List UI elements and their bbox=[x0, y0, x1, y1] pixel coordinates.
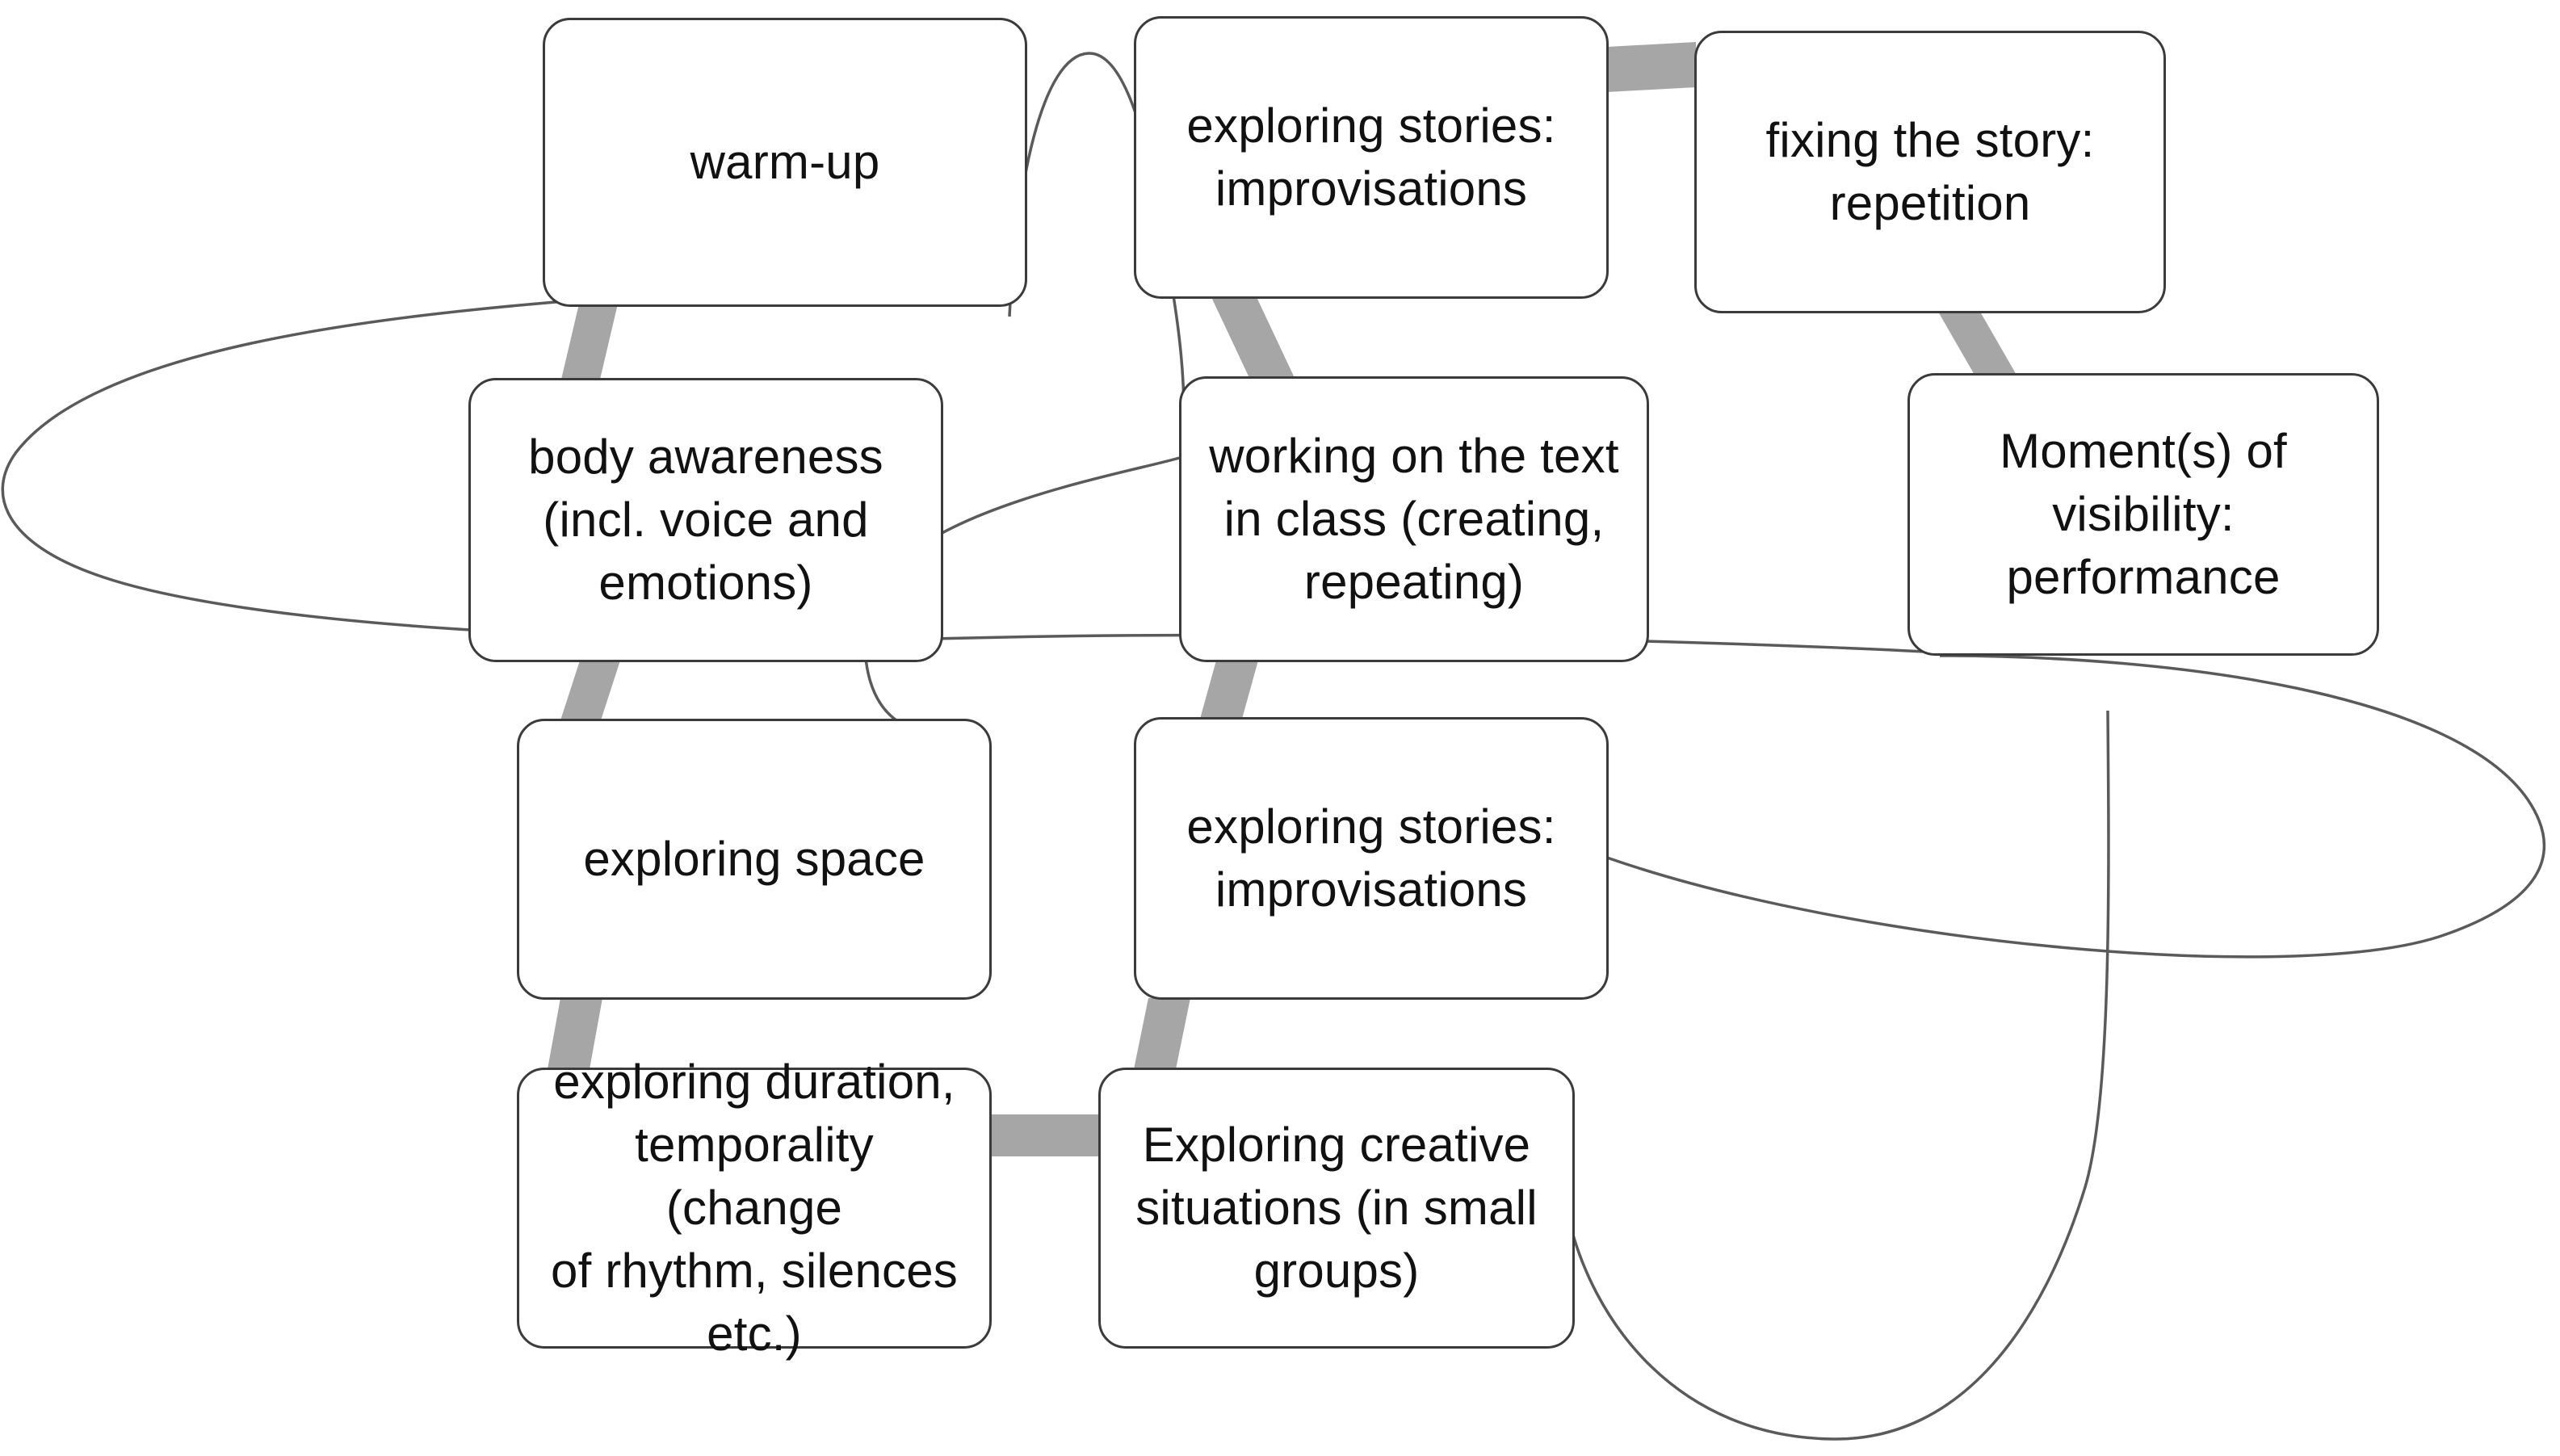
bar-space-duration bbox=[548, 998, 602, 1069]
node-warm-up[interactable]: warm-up bbox=[543, 18, 1027, 307]
node-label: fixing the story: repetition bbox=[1765, 113, 2095, 230]
bar-warmup-body bbox=[560, 300, 619, 383]
curve-arch-over-exploring-stories bbox=[1008, 52, 1186, 458]
node-working-on-the-text[interactable]: working on the text in class (creating, … bbox=[1179, 376, 1649, 662]
node-label: warm-up bbox=[690, 135, 880, 189]
curve-u-bottom-right bbox=[1565, 710, 2110, 1441]
bar-stories1-fixing bbox=[1607, 42, 1696, 92]
node-label: body awareness (incl. voice and emotions… bbox=[528, 430, 883, 610]
node-body-awareness[interactable]: body awareness (incl. voice and emotions… bbox=[468, 378, 943, 662]
bar-workingtext-stories2 bbox=[1200, 661, 1258, 719]
bar-stories1-workingtext bbox=[1211, 297, 1295, 380]
node-label: Exploring creative situations (in small … bbox=[1135, 1118, 1538, 1298]
bar-stories2-creative bbox=[1134, 998, 1190, 1069]
node-fixing-the-story[interactable]: fixing the story: repetition bbox=[1694, 31, 2166, 313]
node-exploring-creative-situations[interactable]: Exploring creative situations (in small … bbox=[1098, 1068, 1575, 1349]
node-exploring-stories-1[interactable]: exploring stories: improvisations bbox=[1134, 16, 1609, 299]
node-label: exploring stories: improvisations bbox=[1186, 99, 1556, 216]
bar-fixing-moments bbox=[1938, 312, 2017, 376]
curve-right-loop-moments bbox=[1606, 654, 2546, 959]
node-moments-of-visibility[interactable]: Moment(s) of visibility: performance bbox=[1907, 373, 2379, 656]
node-exploring-space[interactable]: exploring space bbox=[517, 719, 992, 1000]
node-exploring-duration[interactable]: exploring duration, temporality (change … bbox=[517, 1055, 992, 1361]
bar-duration-creative bbox=[988, 1114, 1100, 1156]
node-exploring-stories-2[interactable]: exploring stories: improvisations bbox=[1134, 717, 1609, 1000]
node-label: working on the text in class (creating, … bbox=[1209, 429, 1619, 609]
bar-body-space bbox=[560, 661, 620, 720]
node-label: exploring duration, temporality (change … bbox=[551, 1055, 958, 1361]
node-label: exploring space bbox=[583, 832, 925, 886]
node-label: exploring stories: improvisations bbox=[1186, 799, 1556, 917]
node-label: Moment(s) of visibility: performance bbox=[2000, 424, 2287, 604]
